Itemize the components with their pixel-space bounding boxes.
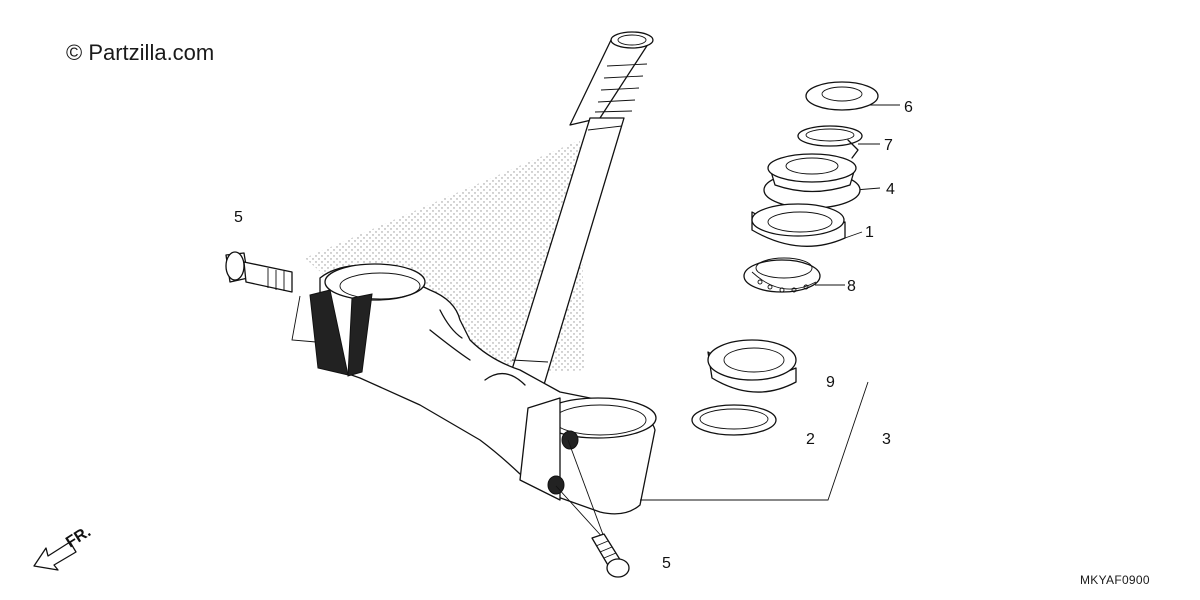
callout-5-lower: 5	[662, 555, 671, 572]
callout-6: 6	[904, 99, 913, 116]
callout-9: 9	[826, 374, 835, 391]
callout-8: 8	[847, 278, 856, 295]
callout-3: 3	[882, 431, 891, 448]
part-5-bolt-upper[interactable]	[225, 251, 293, 293]
front-direction-arrow-icon: FR.	[33, 523, 94, 571]
callout-1: 1	[865, 224, 874, 241]
callout-2: 2	[806, 431, 815, 448]
part-7-lock-washer[interactable]	[797, 125, 863, 159]
callout-7: 7	[884, 137, 893, 154]
callout-5-upper: 5	[234, 209, 243, 226]
callout-4: 4	[886, 181, 895, 198]
part-6-locknut[interactable]	[805, 81, 879, 111]
part-9-lower-bearing[interactable]	[707, 339, 797, 393]
part-4-adjusting-nut[interactable]	[763, 153, 861, 209]
part-2-dust-seal[interactable]	[691, 404, 777, 436]
part-1-upper-race[interactable]	[751, 203, 846, 247]
part-8-upper-bearing[interactable]	[743, 257, 821, 293]
copyright-watermark: © Partzilla.com	[66, 40, 215, 65]
part-5-bolt-lower[interactable]	[591, 533, 630, 578]
part-3-steering-stem[interactable]	[309, 31, 657, 515]
diagram-code: MKYAF0900	[1080, 573, 1150, 587]
